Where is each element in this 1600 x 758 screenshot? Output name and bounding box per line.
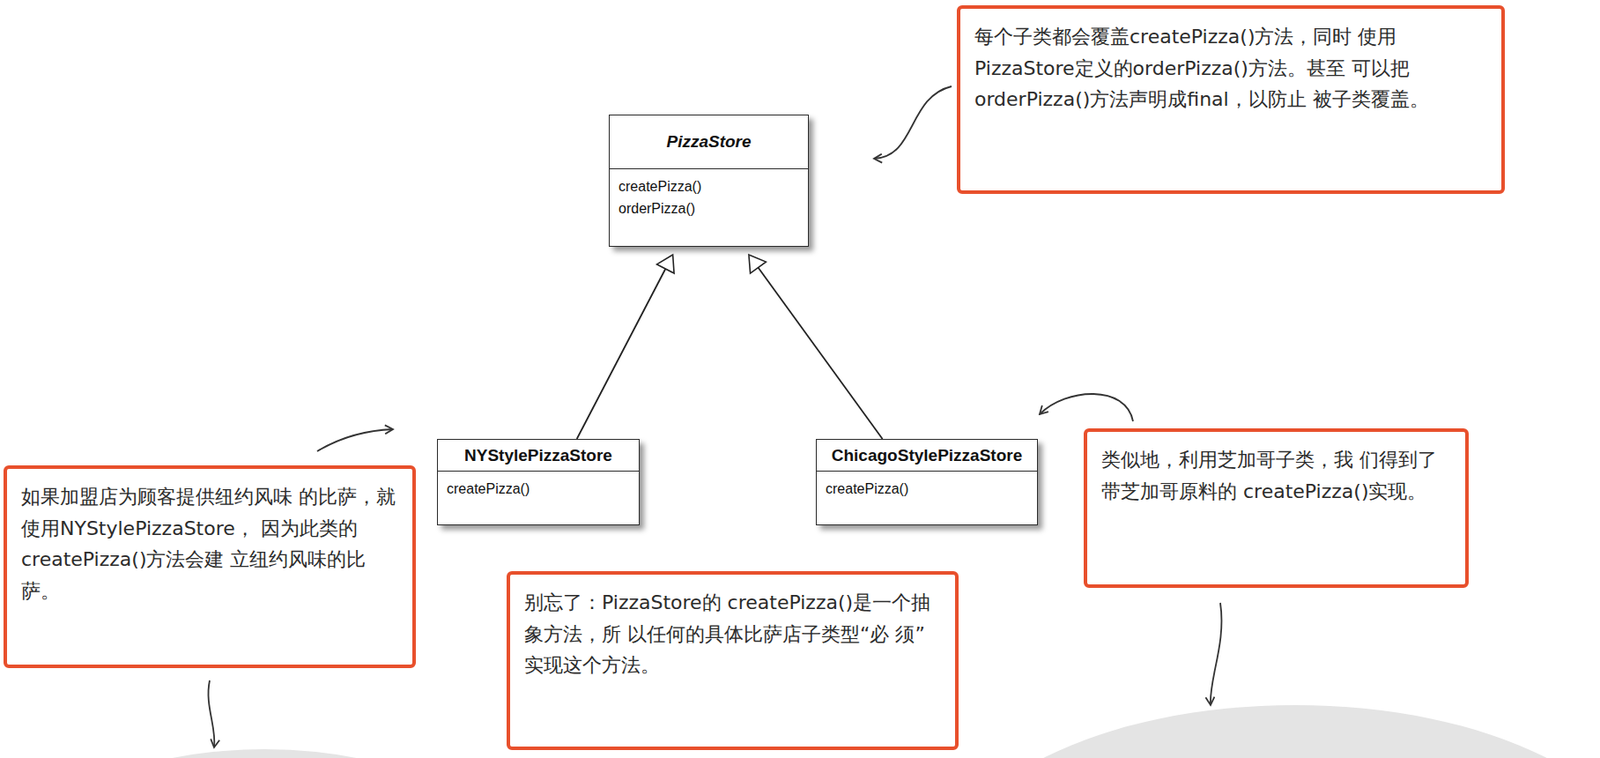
leader-arrow bbox=[207, 680, 215, 748]
grey-cloud bbox=[0, 748, 529, 758]
class-box: NYStylePizzaStorecreatePizza() bbox=[437, 438, 640, 526]
callout-note: 别忘了：PizzaStore的 createPizza()是一个抽象方法，所 以… bbox=[506, 570, 959, 750]
callout-note: 每个子类都会覆盖createPizza()方法，同时 使用PizzaStore定… bbox=[956, 5, 1505, 194]
note-text: 别忘了：PizzaStore的 createPizza()是一个抽象方法，所 以… bbox=[524, 586, 941, 682]
leader-arrow bbox=[874, 86, 952, 159]
method-list: createPizza() orderPizza() bbox=[609, 169, 711, 228]
callout-note: 如果加盟店为顾客提供纽约风味 的比萨，就使用NYStylePizzaStore，… bbox=[3, 465, 416, 668]
class-name: NYStylePizzaStore bbox=[437, 439, 639, 472]
leader-arrow bbox=[1039, 393, 1134, 422]
note-text: 每个子类都会覆盖createPizza()方法，同时 使用PizzaStore定… bbox=[974, 21, 1488, 116]
class-box: ChicagoStylePizzaStorecreatePizza() bbox=[815, 438, 1038, 526]
grey-cloud bbox=[942, 704, 1600, 758]
method-list: createPizza() bbox=[816, 471, 918, 508]
method-list: createPizza() bbox=[437, 471, 539, 508]
class-name: ChicagoStylePizzaStore bbox=[816, 439, 1038, 472]
note-text: 如果加盟店为顾客提供纽约风味 的比萨，就使用NYStylePizzaStore，… bbox=[21, 481, 399, 608]
callout-note: 类似地，利用芝加哥子类，我 们得到了带芝加哥原料的 createPizza()实… bbox=[1083, 428, 1469, 588]
inheritance-arrow bbox=[748, 254, 883, 439]
class-name: PizzaStore bbox=[609, 115, 808, 170]
leader-arrow bbox=[1210, 602, 1223, 705]
class-box: PizzaStorecreatePizza() orderPizza() bbox=[608, 114, 809, 247]
inheritance-arrow bbox=[577, 254, 675, 439]
note-text: 类似地，利用芝加哥子类，我 们得到了带芝加哥原料的 createPizza()实… bbox=[1101, 444, 1452, 507]
leader-arrow bbox=[317, 429, 393, 452]
